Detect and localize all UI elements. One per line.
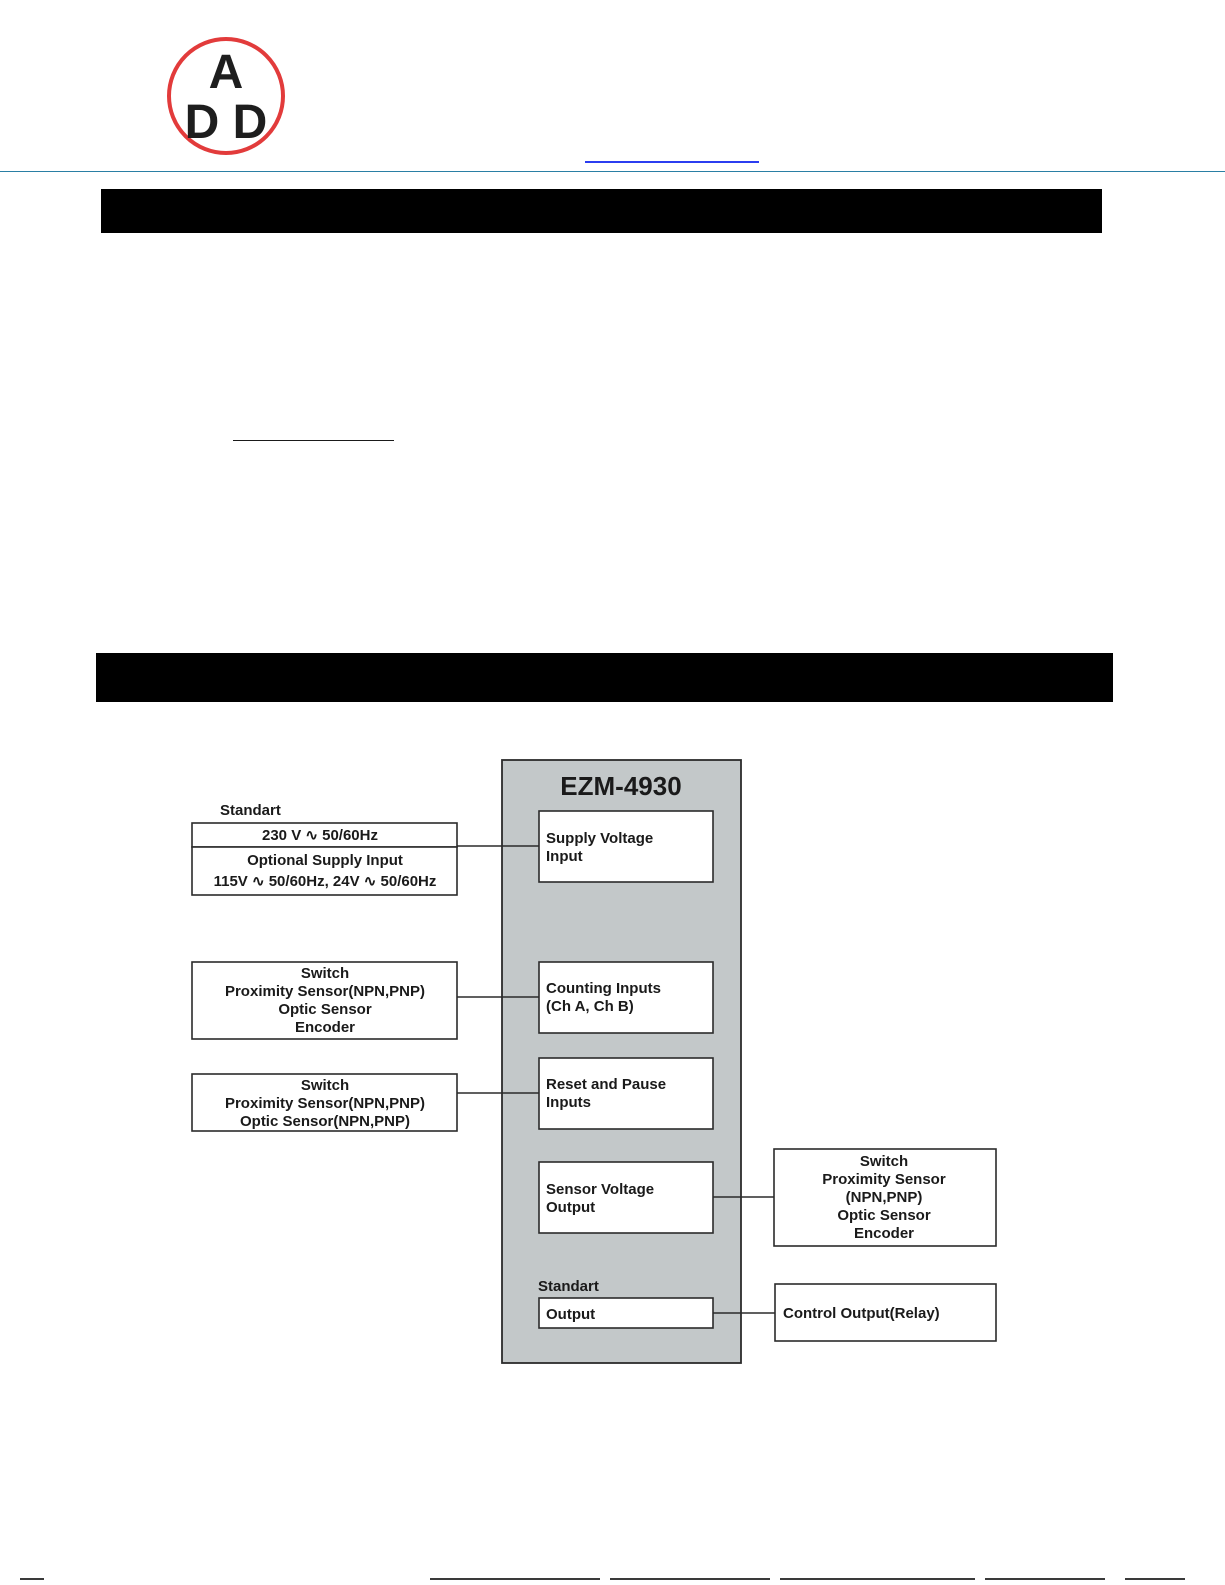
output-block: [538, 1297, 714, 1329]
reset-sources-box: [191, 1073, 458, 1132]
company-logo: A D D: [166, 36, 288, 163]
logo-top-letter: A: [209, 46, 244, 99]
output-block-text: Output: [546, 1306, 595, 1323]
sensor-targets-box: [773, 1148, 997, 1247]
sensor-target-1: Switch: [860, 1153, 908, 1170]
counting-inputs-block: [538, 961, 714, 1034]
sensor-block-line-1: Sensor Voltage: [546, 1181, 654, 1198]
counting-block-line-2: (Ch A, Ch B): [546, 998, 634, 1015]
supply-voltage-input-block: [538, 810, 714, 883]
counting-source-3: Optic Sensor: [278, 1001, 372, 1018]
logo-mark: A D D: [167, 37, 285, 155]
reset-block-line-1: Reset and Pause: [546, 1076, 666, 1093]
logo-ring: [167, 37, 285, 155]
supply-optional-title: Optional Supply Input: [247, 852, 403, 869]
section-header-bar-1: [101, 189, 1102, 233]
control-output-box: [774, 1283, 997, 1342]
counting-source-1: Switch: [301, 965, 349, 982]
reset-source-1: Switch: [301, 1077, 349, 1094]
reset-pause-inputs-block: [538, 1057, 714, 1130]
supply-standard-text: 230 V ∿ 50/60Hz: [262, 827, 378, 844]
supply-standart-label: Standart: [220, 802, 281, 819]
reset-block-line-2: Inputs: [546, 1094, 591, 1111]
sensor-target-5: Encoder: [854, 1225, 914, 1242]
sensor-target-2: Proximity Sensor: [822, 1171, 946, 1188]
supply-block-line-1: Supply Voltage: [546, 830, 653, 847]
sensor-voltage-output-block: [538, 1161, 714, 1234]
logo-bottom-letters: D D: [185, 96, 268, 149]
page-bottom-strip: [0, 1576, 1225, 1582]
reset-source-2: Proximity Sensor(NPN,PNP): [225, 1095, 425, 1112]
counting-source-2: Proximity Sensor(NPN,PNP): [225, 983, 425, 1000]
header-link-underline[interactable]: [585, 161, 759, 163]
section-header-bar-2: [96, 653, 1113, 702]
header-divider: [0, 171, 1225, 172]
reset-source-3: Optic Sensor(NPN,PNP): [240, 1113, 410, 1130]
supply-optional-values: 115V ∿ 50/60Hz, 24V ∿ 50/60Hz: [214, 873, 437, 890]
counting-block-line-1: Counting Inputs: [546, 980, 661, 997]
device-title: EZM-4930: [560, 771, 681, 801]
supply-block-line-2: Input: [546, 848, 583, 865]
underlined-text-placeholder: [233, 440, 394, 441]
sensor-target-3: (NPN,PNP): [846, 1189, 923, 1206]
supply-optional-box: [191, 846, 458, 896]
output-standart-label: Standart: [538, 1278, 599, 1295]
counting-source-4: Encoder: [295, 1019, 355, 1036]
counting-sources-box: [191, 961, 458, 1040]
sensor-target-4: Optic Sensor: [837, 1207, 931, 1224]
control-output-text: Control Output(Relay): [783, 1305, 940, 1322]
sensor-block-line-2: Output: [546, 1199, 595, 1216]
